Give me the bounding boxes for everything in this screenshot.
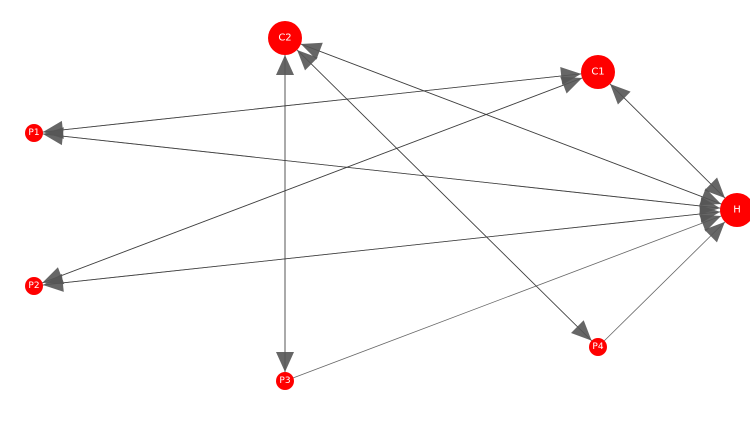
node-label: P1 — [28, 128, 39, 138]
node-label: H — [733, 205, 741, 216]
edge-P2-H — [33, 209, 738, 287]
node-P3[interactable]: P3 — [276, 372, 294, 390]
edge-C1-P2 — [33, 71, 599, 287]
arrowhead-icon — [610, 83, 631, 105]
node-circle[interactable] — [25, 124, 43, 142]
node-circle[interactable] — [589, 338, 607, 356]
node-circle[interactable] — [276, 372, 294, 390]
edge-H-C2 — [284, 37, 738, 211]
node-C1[interactable]: C1 — [581, 55, 615, 89]
arrowhead-icon — [297, 49, 318, 71]
node-circle[interactable] — [268, 21, 302, 55]
edge-P1-H — [33, 132, 738, 211]
node-P2[interactable]: P2 — [25, 277, 43, 295]
edge-C1-P1 — [33, 71, 599, 134]
arrowhead-icon — [300, 42, 323, 60]
node-circle[interactable] — [25, 277, 43, 295]
edge-P4-C2 — [284, 37, 599, 348]
node-C2[interactable]: C2 — [268, 21, 302, 55]
arrowhead-icon — [42, 273, 64, 292]
arrowhead-icon — [704, 177, 725, 199]
edges-layer — [33, 37, 738, 382]
arrowhead-icon — [276, 55, 294, 75]
arrows-layer — [42, 42, 725, 372]
arrowhead-icon — [704, 221, 725, 243]
node-label: P4 — [592, 342, 603, 352]
node-label: P2 — [28, 281, 39, 291]
arrowhead-icon — [560, 76, 583, 94]
arrowhead-icon — [276, 352, 294, 372]
edge-P3-H — [284, 209, 738, 382]
node-label: C2 — [278, 33, 291, 44]
node-circle[interactable] — [720, 193, 750, 227]
node-label: P3 — [279, 376, 290, 386]
node-H[interactable]: H — [720, 193, 750, 227]
arrowhead-icon — [699, 214, 722, 232]
node-label: C1 — [591, 67, 604, 78]
arrowhead-icon — [42, 127, 64, 146]
arrowhead-icon — [699, 188, 722, 206]
node-P4[interactable]: P4 — [589, 338, 607, 356]
node-P1[interactable]: P1 — [25, 124, 43, 142]
arrowhead-icon — [571, 320, 592, 341]
node-circle[interactable] — [581, 55, 615, 89]
